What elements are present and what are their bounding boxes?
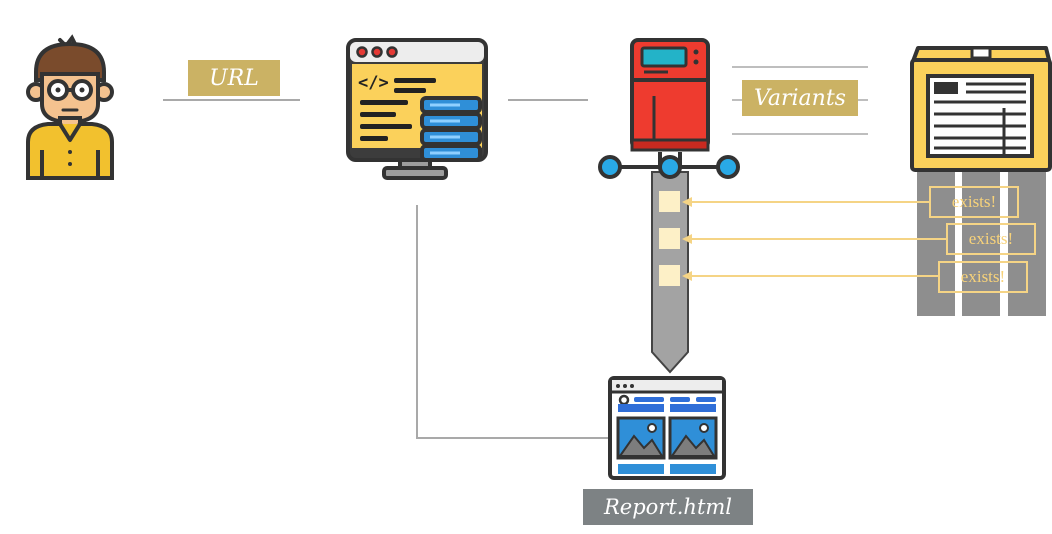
- web-server-monitor-icon: </>: [346, 38, 488, 180]
- blade-slot-3: [659, 265, 680, 286]
- wordlist-box-icon: [910, 46, 1052, 316]
- exists-label-2: exists!: [946, 223, 1036, 255]
- connector-server-report: [416, 205, 610, 439]
- svg-text:</>: </>: [358, 73, 389, 93]
- variants-label: Variants: [742, 80, 858, 116]
- exists-arrows: [688, 201, 946, 277]
- arrow-heads: [682, 197, 692, 281]
- report-html-page-icon: [608, 376, 726, 480]
- developer-with-glasses-icon: [26, 34, 114, 180]
- blade-slot-2: [659, 228, 680, 249]
- exists-label-3: exists!: [938, 261, 1028, 293]
- report-label: Report.html: [583, 489, 753, 525]
- blade-slot-1: [659, 191, 680, 212]
- url-label: URL: [188, 60, 280, 96]
- exists-label-1: exists!: [929, 186, 1019, 218]
